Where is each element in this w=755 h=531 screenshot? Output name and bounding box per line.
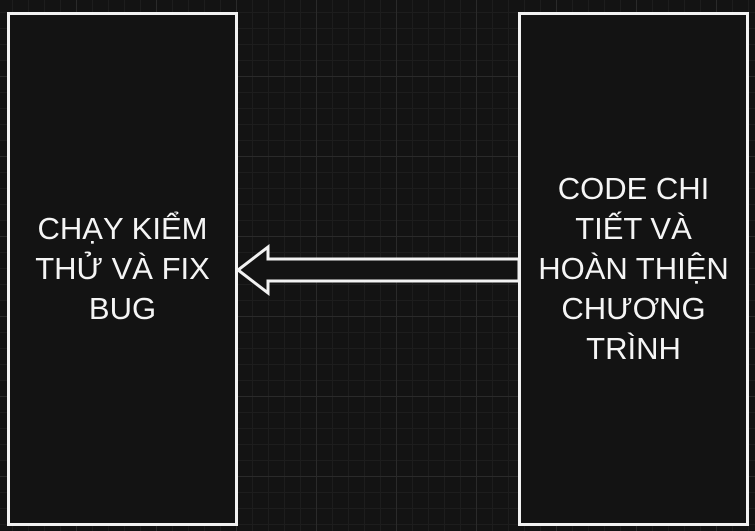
node-label: CHẠY KIỂM THỬ VÀ FIX BUG [35,211,210,326]
node-code-detail-complete-program[interactable]: CODE CHI TIẾT VÀ HOÀN THIỆN CHƯƠNG TRÌNH [518,12,749,526]
arrow-shape [235,243,521,297]
node-run-test-fix-bug[interactable]: CHẠY KIỂM THỬ VÀ FIX BUG [7,12,238,526]
node-label: CODE CHI TIẾT VÀ HOÀN THIỆN CHƯƠNG TRÌNH [538,171,729,366]
